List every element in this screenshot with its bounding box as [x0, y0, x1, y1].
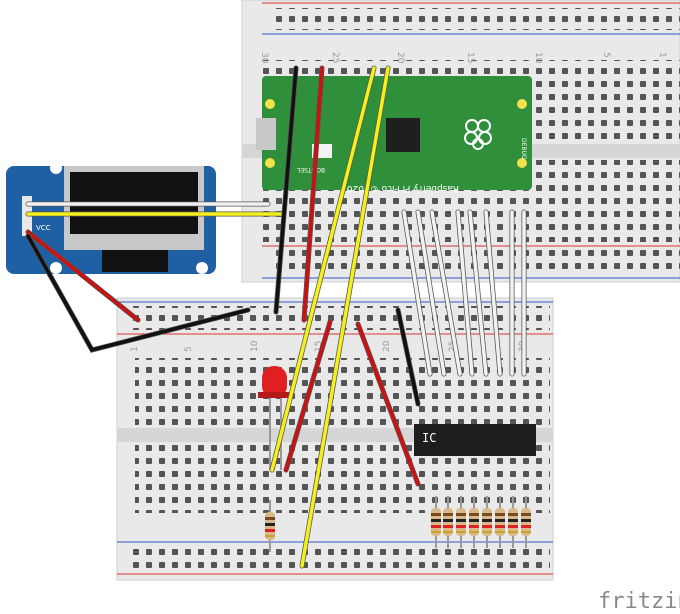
resistor	[482, 496, 492, 548]
usb-port	[256, 118, 276, 150]
wire-white-data-4	[456, 210, 474, 376]
wire-white-data-3	[430, 210, 462, 376]
oled-module: VCC	[6, 162, 216, 274]
rp2040-chip	[386, 118, 420, 152]
ic-label: IC	[422, 431, 436, 445]
raspberry-logo	[464, 119, 492, 150]
wire-red-2	[284, 320, 332, 472]
resistor	[508, 496, 518, 548]
bottom-column-number: 1	[130, 346, 140, 352]
bottom-column-number: 5	[184, 346, 194, 352]
resistor	[443, 496, 453, 548]
wire-white-data-5	[468, 210, 488, 376]
resistor	[495, 496, 505, 548]
wire-black-oled-gnd	[26, 234, 250, 353]
wire-red-vbus	[302, 66, 324, 322]
resistor	[456, 496, 466, 548]
bottom-column-number: 10	[250, 340, 260, 352]
wire-black-ic	[396, 308, 420, 406]
top-column-number: 10	[533, 52, 543, 64]
top-column-number: 30	[259, 52, 269, 64]
top-column-number: 25	[330, 52, 340, 63]
bottom-column-number: 15	[314, 341, 324, 352]
bottom-column-number: 20	[382, 340, 392, 352]
fritzing-brand: fritzing	[598, 589, 680, 614]
wire-black-gnd	[274, 66, 298, 314]
pico-brand-text: Raspberry Pi Pico ©2020	[347, 183, 459, 193]
resistor	[265, 500, 275, 552]
top-column-number: 20	[395, 52, 405, 64]
wire-layer	[25, 65, 527, 569]
ic-body	[414, 424, 536, 456]
bootsel-label: BOOTSEL	[296, 166, 325, 173]
wire-white-data-1	[402, 210, 432, 376]
ic-chip: IC	[414, 424, 536, 456]
resistor	[469, 496, 479, 548]
raspberry-pi-pico: Raspberry Pi Pico ©2020 DEBUG BOOTSEL	[256, 76, 532, 193]
top-column-number: 5	[601, 52, 611, 58]
resistor	[431, 496, 441, 548]
wire-red-oled-vcc	[26, 230, 140, 322]
wire-yellow-2	[300, 66, 390, 568]
wire-white-data-2	[416, 210, 446, 376]
resistor-array	[265, 496, 531, 552]
wire-yellow-1	[270, 66, 376, 472]
debug-label: DEBUG	[520, 138, 527, 160]
wire-red-3	[356, 322, 420, 486]
resistor	[521, 496, 531, 548]
wire-white-data-6	[484, 210, 502, 376]
top-column-number: 1	[657, 52, 667, 58]
oled-vcc-label: VCC	[36, 224, 51, 232]
oled-ribbon	[102, 250, 168, 272]
led-body	[262, 366, 287, 398]
top-column-number: 15	[465, 52, 475, 63]
